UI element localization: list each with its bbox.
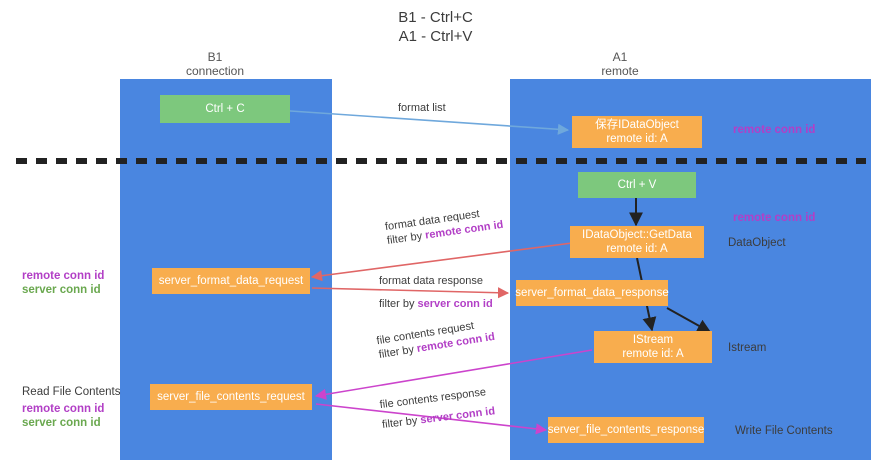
filter-prefix: filter by xyxy=(379,298,418,310)
annotation-left-bottom-remote-conn-id: remote conn id xyxy=(22,403,105,415)
edge-label-format-data-request: format data request filter by remote con… xyxy=(384,204,504,248)
edge-label-format-list: format list xyxy=(398,101,446,115)
edge-label-format-data-response-text: format data response xyxy=(379,275,483,287)
annotation-left-bottom-server-conn-id: server conn id xyxy=(22,417,101,429)
edge-label-file-contents-response: file contents response filter by server … xyxy=(379,384,496,432)
title-line-2: A1 - Ctrl+V xyxy=(398,28,473,45)
annotation-left-remote-conn-id: remote conn id xyxy=(22,270,105,282)
node-idataobject-getdata-line2: remote id: A xyxy=(606,243,668,255)
annotation-istream: Istream xyxy=(728,342,767,354)
edge-label-file-contents-request: file contents request filter by remote c… xyxy=(376,316,496,362)
filter-key-server-conn-id: server conn id xyxy=(419,405,496,427)
page-title: B1 - Ctrl+C A1 - Ctrl+V xyxy=(0,8,871,46)
column-header-b1-name: B1 xyxy=(207,50,223,64)
node-server-format-data-response[interactable]: server_format_data_response xyxy=(515,280,669,306)
node-ctrl-v-label: Ctrl + V xyxy=(617,179,657,191)
column-header-b1: B1 connection xyxy=(155,50,275,78)
node-istream-line1: IStream xyxy=(632,334,674,346)
annotation-dataobject: DataObject xyxy=(728,237,786,249)
node-server-file-contents-response[interactable]: server_file_contents_response xyxy=(548,417,704,443)
node-idataobject-getdata[interactable]: IDataObject::GetData remote id: A xyxy=(570,226,704,258)
node-server-file-contents-request-label: server_file_contents_request xyxy=(157,391,305,403)
node-save-idataobject[interactable]: 保存IDataObject remote id: A xyxy=(572,116,702,148)
edge-label-format-data-response-filter: filter by server conn id xyxy=(379,297,493,311)
column-header-a1-name: A1 xyxy=(612,50,628,64)
node-idataobject-getdata-line1: IDataObject::GetData xyxy=(582,229,692,241)
column-header-a1: A1 remote xyxy=(560,50,680,78)
node-server-format-data-request-label: server_format_data_request xyxy=(158,275,304,287)
annotation-read-file-contents: Read File Contents xyxy=(22,386,121,398)
node-istream-line2: remote id: A xyxy=(622,348,684,360)
filter-key-server-conn-id: server conn id xyxy=(417,298,493,310)
node-save-idataobject-line2: remote id: A xyxy=(606,133,668,145)
annotation-remote-conn-id-mid: remote conn id xyxy=(733,212,816,224)
edge-label-format-data-response: format data response filter by server co… xyxy=(379,274,493,311)
node-server-format-data-request[interactable]: server_format_data_request xyxy=(152,268,310,294)
node-ctrl-c[interactable]: Ctrl + C xyxy=(160,95,290,123)
title-line-1: B1 - Ctrl+C xyxy=(398,9,473,26)
node-istream[interactable]: IStream remote id: A xyxy=(594,331,712,363)
node-server-format-data-response-label: server_format_data_response xyxy=(515,287,669,299)
node-ctrl-c-label: Ctrl + C xyxy=(205,103,245,115)
node-save-idataobject-line1: 保存IDataObject xyxy=(595,119,679,131)
annotation-left-server-conn-id: server conn id xyxy=(22,284,101,296)
node-ctrl-v[interactable]: Ctrl + V xyxy=(578,172,696,198)
node-server-file-contents-request[interactable]: server_file_contents_request xyxy=(150,384,312,410)
edge-label-format-list-text: format list xyxy=(398,102,446,114)
column-header-a1-role: remote xyxy=(601,64,639,78)
filter-prefix: filter by xyxy=(386,229,427,248)
node-server-file-contents-response-label: server_file_contents_response xyxy=(547,424,705,436)
filter-prefix: filter by xyxy=(381,414,422,432)
column-header-b1-role: connection xyxy=(185,64,245,78)
annotation-remote-conn-id-top: remote conn id xyxy=(733,124,816,136)
annotation-write-file-contents: Write File Contents xyxy=(735,425,833,437)
